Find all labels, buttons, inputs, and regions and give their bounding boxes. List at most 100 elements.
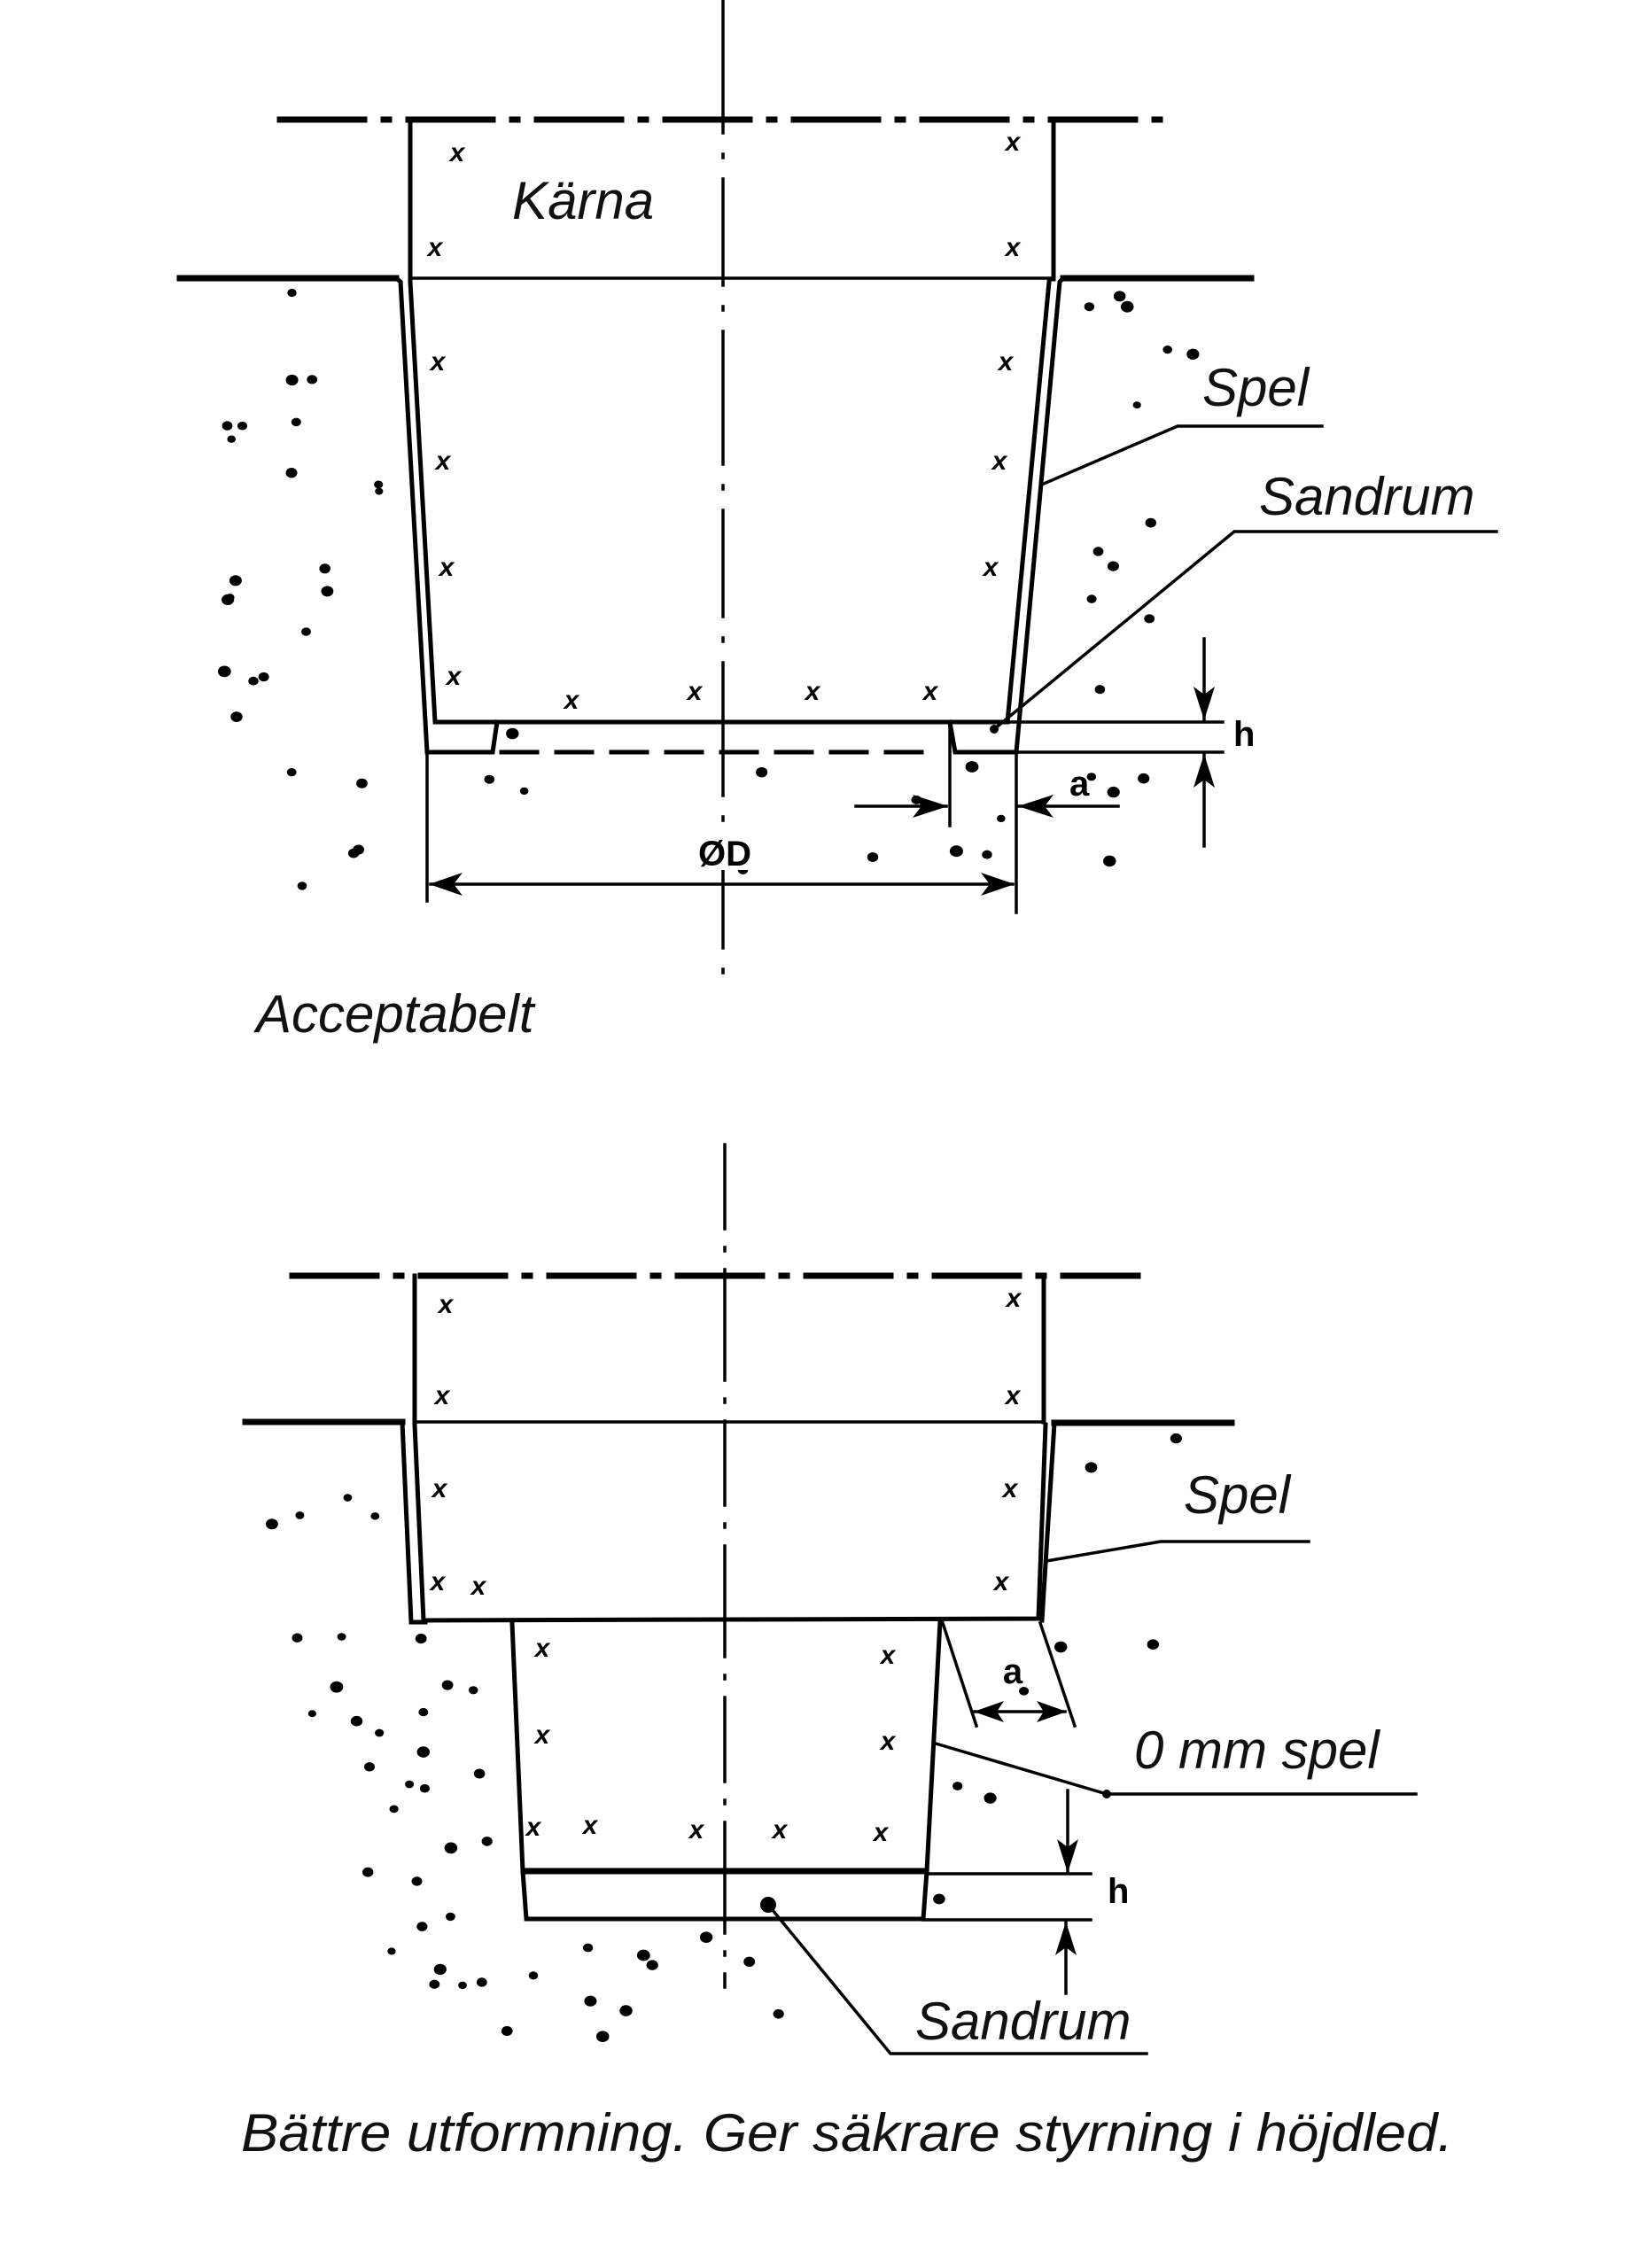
bottom-sand-dot: [501, 2026, 513, 2036]
top-h-arrow-top: [1193, 687, 1215, 720]
bottom-sand-dot: [370, 1512, 380, 1520]
top-sand-dot: [307, 375, 318, 384]
bottom-marker-x: x: [879, 1641, 897, 1670]
top-sand-dot: [1120, 300, 1134, 313]
top-marker-x: x: [426, 233, 444, 262]
bottom-sand-dot: [984, 1792, 997, 1804]
bottom-marker-x: x: [533, 1720, 551, 1750]
top-od-label-bg: [682, 824, 767, 870]
bottom-marker-x: x: [525, 1813, 542, 1842]
bottom-sand-dots: [266, 1433, 1182, 2042]
top-sand-dot: [1113, 291, 1126, 302]
bottom-marker-x: x: [433, 1381, 451, 1410]
top-sand-dot: [1086, 594, 1097, 603]
bottom-marker-x: x: [1005, 1284, 1022, 1313]
top-a-label: a: [1069, 765, 1090, 804]
bottom-sand-dot: [595, 2031, 610, 2042]
bottom-zero-spel-leader-dot: [1102, 1790, 1111, 1798]
top-sandrum-label: Sandrum: [1259, 467, 1474, 526]
bottom-sand-dot: [1147, 1639, 1160, 1650]
bottom-core-upper-outline: [412, 1422, 1048, 1623]
bottom-a-arrow-left: [974, 1701, 1004, 1722]
top-od-label: ØD: [698, 835, 751, 874]
top-marker-x: x: [921, 677, 939, 706]
top-sand-dot: [287, 288, 297, 298]
top-core-outline: [408, 279, 1052, 725]
top-sand-dot: [248, 676, 259, 686]
top-sand-dot: [1107, 786, 1120, 798]
top-sand-dot: [227, 435, 237, 443]
bottom-marker-x: x: [1004, 1381, 1022, 1410]
bottom-sand-dot: [433, 1963, 447, 1976]
top-marker-x: x: [686, 677, 704, 706]
top-sand-dot: [519, 787, 529, 796]
bottom-sand-dot: [266, 1518, 278, 1530]
bottom-sand-dot: [446, 1912, 455, 1922]
bottom-sand-dot: [619, 2005, 633, 2016]
bottom-sand-dot: [952, 1782, 963, 1790]
bottom-marker-x: x: [470, 1572, 487, 1601]
bottom-sand-dot: [458, 1981, 467, 1990]
top-sand-dot: [867, 852, 879, 862]
top-a-arrow-right: [1018, 795, 1054, 818]
bottom-sand-dot: [337, 1633, 346, 1641]
bottom-sand-dot: [481, 1837, 493, 1846]
bottom-sand-dot: [933, 1893, 945, 1905]
top-spel-label: Spel: [1202, 358, 1310, 417]
top-sand-dot: [1084, 302, 1095, 312]
bottom-sand-dot: [364, 1762, 375, 1772]
bottom-sand-dot: [411, 1876, 423, 1886]
bottom-sand-dot: [295, 1511, 305, 1519]
top-sand-dot: [982, 850, 992, 859]
bottom-sand-dot: [699, 1931, 713, 1943]
bottom-diagram: h a Spel 0 mm spel Sandrum Bättre utform…: [241, 1143, 1453, 2163]
bottom-sand-dot: [646, 1960, 658, 1970]
top-sand-dots: [217, 288, 1200, 890]
top-sand-dot: [1138, 773, 1150, 784]
top-marker-x: x: [448, 138, 466, 167]
bottom-h-arrow-bottom: [1055, 1922, 1077, 1955]
top-sand-dot: [375, 487, 384, 495]
top-sand-dot: [321, 586, 334, 597]
top-marker-x: x: [563, 686, 580, 715]
bottom-sand-dot: [636, 1949, 650, 1961]
bottom-sand-dot: [1085, 1462, 1098, 1473]
bottom-marker-x: x: [1001, 1474, 1019, 1503]
top-h-arrow-bottom: [1193, 754, 1215, 788]
top-sand-dot: [1132, 401, 1141, 409]
top-sand-dot: [1094, 685, 1106, 695]
top-sand-dot: [1144, 614, 1155, 624]
bottom-sand-dot: [307, 1710, 316, 1718]
bottom-mold-right-wall: [1039, 1420, 1057, 1623]
top-sand-dot: [222, 594, 235, 606]
bottom-sandrum-leader-dot: [760, 1897, 776, 1913]
bottom-h-label: h: [1108, 1872, 1129, 1911]
bottom-zero-spel-label: 0 mm spel: [1134, 1720, 1380, 1780]
top-sand-dot: [1103, 855, 1116, 867]
bottom-sand-dot: [343, 1494, 353, 1502]
bottom-marker-x: x: [437, 1290, 455, 1319]
bottom-a-label: a: [1003, 1652, 1023, 1691]
bottom-sand-dot: [743, 1956, 756, 1967]
bottom-sand-dot: [583, 1943, 594, 1953]
top-sand-dot: [1107, 561, 1119, 571]
bottom-sand-dot: [416, 1922, 428, 1931]
bottom-marker-x: x: [879, 1727, 897, 1756]
bottom-marker-x: x: [992, 1567, 1010, 1596]
top-sand-dot: [965, 761, 979, 773]
top-sand-dot: [374, 480, 384, 489]
bottom-a-ext-left: [940, 1620, 979, 1728]
bottom-sand-dot: [416, 1746, 430, 1758]
top-sand-dot: [285, 374, 299, 386]
top-od-arrow-right: [981, 873, 1015, 896]
top-marker-x: x: [804, 677, 821, 706]
top-spel-leader: [1041, 424, 1324, 486]
top-sand-dot: [291, 417, 301, 427]
top-sand-dot: [297, 882, 307, 890]
bottom-sand-dot: [292, 1633, 303, 1643]
bottom-sand-dot: [773, 2008, 784, 2019]
bottom-spel-leader: [1044, 1540, 1310, 1564]
